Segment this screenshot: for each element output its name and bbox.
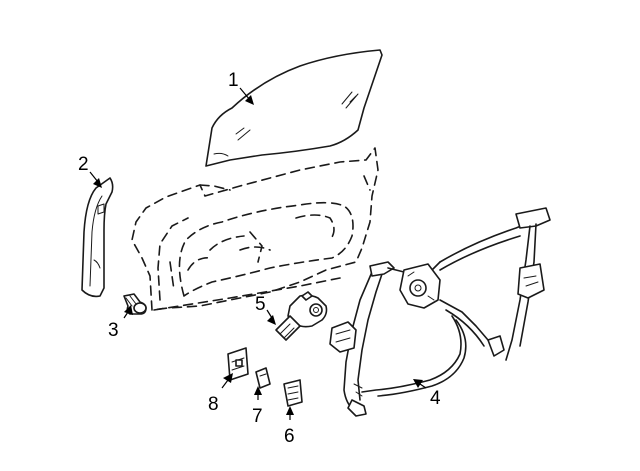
clip xyxy=(255,367,271,389)
window-motor xyxy=(275,291,328,341)
window-regulator xyxy=(329,207,551,417)
switch xyxy=(283,379,303,407)
callout-labels: 1 2 3 4 5 6 7 8 xyxy=(78,70,441,447)
door-frame-outline xyxy=(131,147,379,311)
callout-8: 8 xyxy=(208,394,219,415)
callout-7: 7 xyxy=(252,406,263,427)
door-glass xyxy=(205,49,383,167)
bracket xyxy=(227,347,249,381)
weatherstrip xyxy=(81,177,114,298)
callout-1: 1 xyxy=(228,70,239,91)
callout-4: 4 xyxy=(430,388,441,409)
leader-lines xyxy=(89,87,427,420)
callout-6: 6 xyxy=(284,426,295,447)
callout-2: 2 xyxy=(78,154,89,175)
callout-5: 5 xyxy=(255,294,266,315)
callout-3: 3 xyxy=(108,320,119,341)
